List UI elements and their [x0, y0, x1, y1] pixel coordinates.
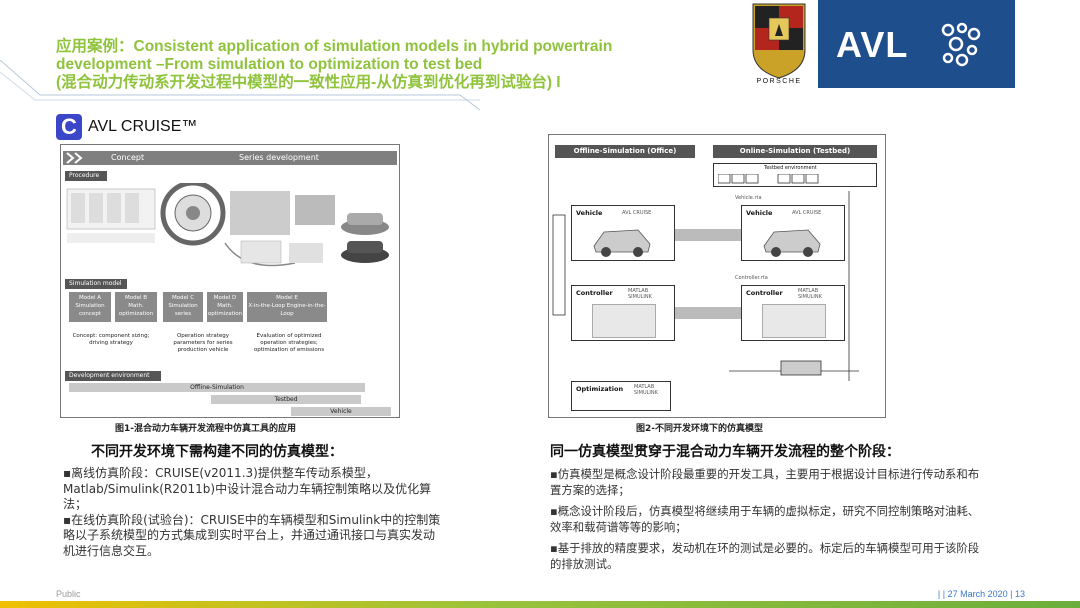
col-offline-header: Offline-Simulation (Office) — [555, 145, 695, 158]
testbed-environment: Testbed environment — [713, 163, 877, 187]
left-paragraph-offline: ▪离线仿真阶段：CRUISE(v2011.3)提供整车传动系模型，Matlab/… — [63, 466, 432, 511]
testbed-ports — [718, 174, 819, 184]
avl-wordmark: AVL — [836, 24, 909, 65]
testbed-env-label: Testbed environment — [764, 165, 817, 171]
car-chassis-icon — [593, 229, 651, 257]
right-paragraph-calibration: ▪概念设计阶段后，仿真模型将继续用于车辆的虚拟标定，研究不同控制策略对油耗、效率… — [550, 504, 980, 534]
model-d: Model D Math. optimization — [207, 292, 243, 322]
figure-2-simulation-models: Offline-Simulation (Office) Online-Simul… — [548, 134, 886, 418]
online-controller-label: Controller — [746, 289, 783, 297]
controller-screenshot — [762, 304, 826, 338]
figure-1-header: Concept Series development — [63, 151, 397, 165]
avl-emblem-icon — [941, 22, 981, 67]
model-c: Model C Simulation series — [163, 292, 203, 322]
model-c-name: Model C — [171, 295, 195, 301]
procedure-diagram — [66, 183, 389, 267]
section-right-title: 同一仿真模型贯穿于混合动力车辆开发流程的整个阶段： — [550, 444, 900, 460]
footer-date-page: | | 27 March 2020 | 13 — [937, 589, 1025, 599]
cruise-c-icon: C — [56, 114, 82, 140]
car-chassis-icon — [763, 229, 821, 257]
offline-controller-label: Controller — [576, 289, 613, 297]
right-paragraph-emissions: ▪基于排放的精度要求，发动机在环的测试是必要的。标定后的车辆模型可用于该阶段的排… — [550, 541, 980, 571]
online-avl-cruise: AVL CRUISE — [792, 210, 822, 216]
vehicle-rta-label: Vehicle.rta — [735, 195, 762, 201]
porsche-wordmark: PORSCHE — [756, 78, 802, 85]
model-d-name: Model D — [213, 295, 237, 301]
model-e-name: Model E — [276, 295, 298, 301]
figure-2-caption: 图2-不同开发环境下的仿真模型 — [636, 424, 763, 434]
slide-title: 应用案例：Consistent application of simulatio… — [56, 38, 746, 92]
offline-controller-box: Controller MATLAB SIMULINK — [571, 285, 675, 341]
figure-1-caption: 图1-混合动力车辆开发流程中仿真工具的应用 — [115, 424, 296, 434]
model-e: Model E X-in-the-Loop Engine-in-the-Loop — [247, 292, 327, 322]
decorative-lines — [0, 60, 481, 111]
avl-cruise-logo: C AVL CRUISE™ — [56, 112, 197, 142]
offline-vehicle-box: Vehicle AVL CRUISE — [571, 205, 675, 261]
right-paragraph-concept: ▪仿真模型是概念设计阶段最重要的开发工具，主要用于根据设计目标进行传动系和布置方… — [550, 467, 980, 497]
title-line-1: 应用案例：Consistent application of simulatio… — [56, 38, 613, 55]
bar-testbed: Testbed — [211, 395, 361, 404]
optimization-box: Optimization MATLAB SIMULINK — [571, 381, 671, 411]
section-left-title: 不同开发环境下需构建不同的仿真模型： — [91, 444, 343, 460]
offline-vehicle-label: Vehicle — [576, 209, 603, 217]
offline-matlab: MATLAB SIMULINK — [628, 288, 652, 300]
model-b: Model B Math. optimization — [115, 292, 157, 322]
cruise-label: AVL CRUISE™ — [88, 118, 198, 135]
footer-classification: Public — [56, 589, 81, 599]
section-right-body: ▪仿真模型是概念设计阶段最重要的开发工具，主要用于根据设计目标进行传动系和布置方… — [550, 466, 990, 577]
header-concept: Concept — [111, 153, 145, 162]
model-a-name: Model A — [78, 295, 102, 301]
online-vehicle-label: Vehicle — [746, 209, 773, 217]
figure-2-connections — [552, 191, 859, 381]
controller-rta-label: Controller.rta — [735, 275, 768, 281]
model-c-desc: Simulation series — [168, 303, 198, 317]
offline-avl-cruise: AVL CRUISE — [622, 210, 652, 216]
title-line-3: (混合动力传动系开发过程中模型的一致性应用-从仿真到优化再到试验台) I — [56, 74, 561, 91]
left-paragraph-online: ▪在线仿真阶段(试验台)：CRUISE中的车辆模型和Simulink中的控制策略… — [63, 512, 441, 558]
desc-evaluation: Evaluation of optimized operation strate… — [253, 333, 325, 353]
model-e-desc: X-in-the-Loop Engine-in-the-Loop — [248, 303, 326, 317]
section-left-body: ▪离线仿真阶段：CRUISE(v2011.3)提供整车传动系模型，Matlab/… — [63, 466, 443, 559]
model-a: Model A Simulation concept — [69, 292, 111, 322]
double-chevron-icon — [66, 152, 83, 164]
bar-vehicle: Vehicle — [291, 407, 391, 416]
optimization-matlab: MATLAB SIMULINK — [634, 384, 658, 396]
development-environment-label: Development environment — [65, 371, 161, 381]
model-a-desc: Simulation concept — [75, 303, 105, 317]
online-matlab: MATLAB SIMULINK — [798, 288, 822, 300]
bar-offline-simulation: Offline-Simulation — [69, 383, 365, 392]
porsche-logo: PORSCHE — [745, 0, 813, 90]
header-series-dev: Series development — [239, 153, 319, 162]
model-d-desc: Math. optimization — [207, 303, 243, 317]
procedure-label: Procedure — [65, 171, 107, 181]
figure-1-development-process: Concept Series development Procedure Sim… — [60, 144, 400, 418]
online-controller-box: Controller MATLAB SIMULINK — [741, 285, 845, 341]
avl-logo: AVL — [818, 0, 1015, 88]
optimization-label: Optimization — [576, 385, 624, 393]
online-vehicle-box: Vehicle AVL CRUISE — [741, 205, 845, 261]
desc-operation-strategy: Operation strategy parameters for series… — [173, 333, 233, 353]
footer-color-bar — [0, 601, 1080, 608]
col-online-header: Online-Simulation (Testbed) — [713, 145, 877, 158]
desc-concept: Concept: component sizing; driving strat… — [72, 333, 150, 346]
model-b-name: Model B — [124, 295, 148, 301]
title-line-2: development –From simulation to optimiza… — [56, 56, 483, 73]
controller-screenshot — [592, 304, 656, 338]
model-b-desc: Math. optimization — [118, 303, 154, 317]
simulation-model-label: Simulation model — [65, 279, 127, 289]
